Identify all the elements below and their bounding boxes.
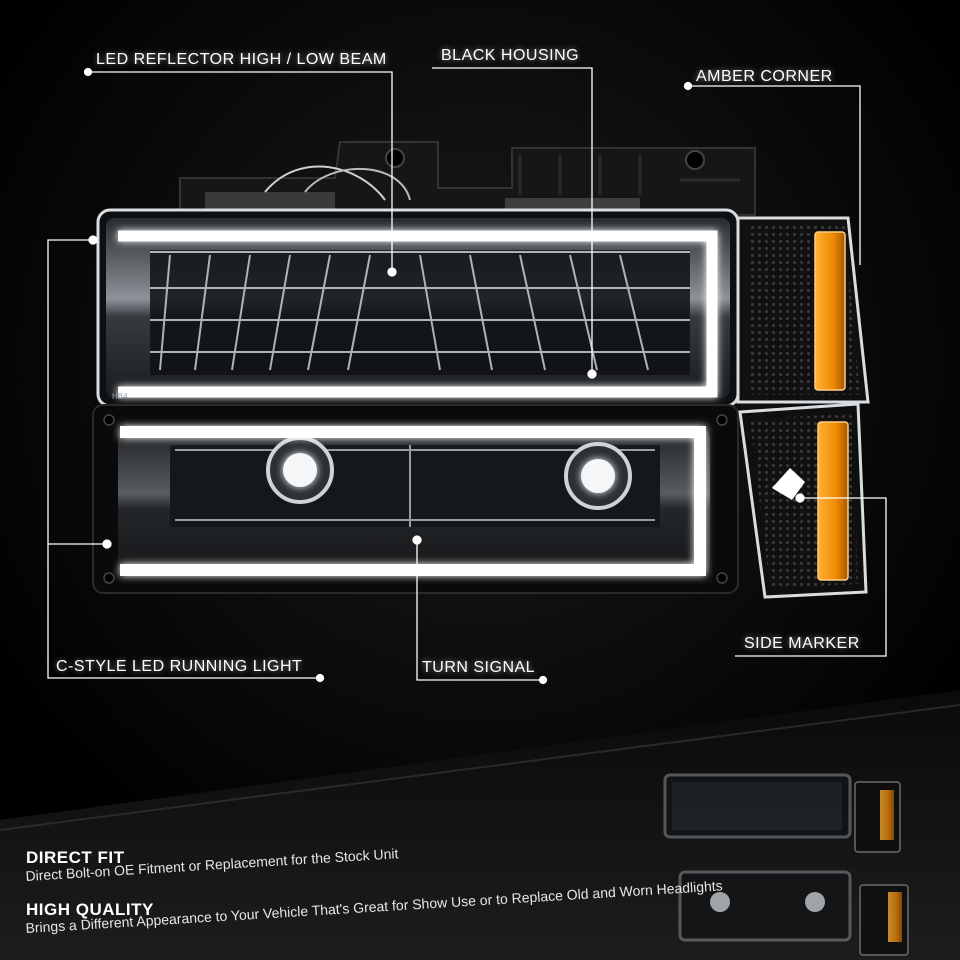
callout-black-housing: BLACK HOUSING: [441, 47, 580, 64]
leader-side-marker: [735, 497, 887, 657]
leader-c-style-led: [47, 239, 320, 679]
amber-corner-lamp: [736, 216, 870, 404]
leader-turn-signal: [416, 540, 543, 681]
callout-led-reflector: LED REFLECTOR HIGH / LOW BEAM: [96, 51, 387, 68]
callout-c-style-led: C-STYLE LED RUNNING LIGHT: [56, 658, 303, 675]
feature-direct-fit: DIRECT FIT Direct Bolt-on OE Fitment or …: [25, 845, 399, 886]
leader-led-reflector: [88, 71, 393, 272]
lamp-code-mark: HB4: [112, 392, 128, 401]
feature-title: DIRECT FIT: [26, 848, 125, 867]
leader-amber-corner: [688, 85, 861, 265]
lower-bumper-light: [92, 404, 739, 594]
feature-high-quality: HIGH QUALITY Brings a Different Appearan…: [25, 877, 724, 938]
floor-highlight-line: [0, 704, 960, 831]
callout-turn-signal: TURN SIGNAL: [422, 659, 536, 676]
upper-headlight: HB4: [96, 208, 740, 408]
black-housing-bracket: [179, 141, 756, 217]
callout-leader-lines: [47, 67, 887, 685]
callout-amber-corner: AMBER CORNER: [696, 68, 833, 85]
reflection-headlight: [663, 773, 909, 956]
leader-black-housing: [432, 67, 593, 374]
callout-side-marker: SIDE MARKER: [744, 635, 860, 652]
feature-title: HIGH QUALITY: [26, 900, 154, 919]
